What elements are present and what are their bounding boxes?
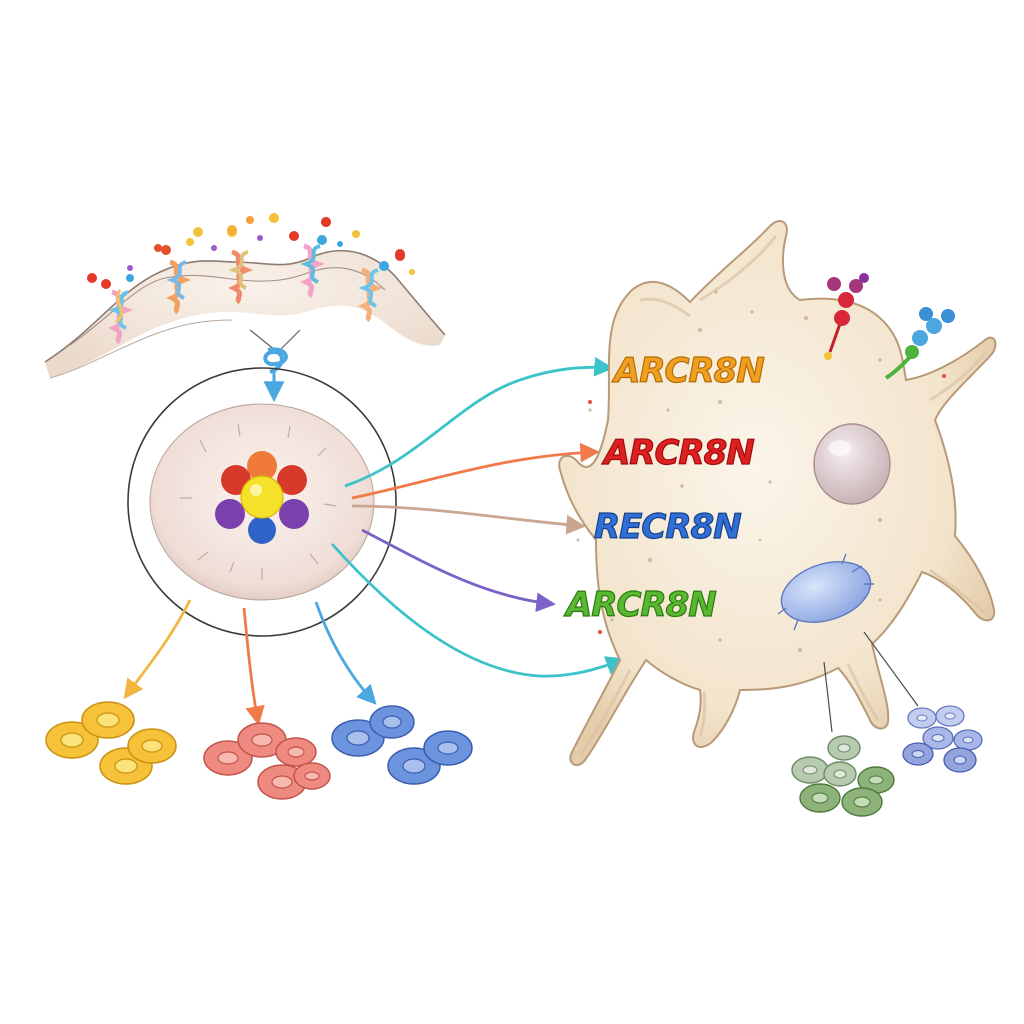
arrow-to-yellow-cluster bbox=[123, 599, 192, 700]
blue-organelle bbox=[777, 553, 874, 631]
arrow-to-blue-cluster bbox=[314, 601, 377, 705]
label-4: ARCR8N bbox=[563, 585, 716, 625]
membrane-receptors bbox=[87, 213, 415, 351]
receptor-2 bbox=[161, 238, 194, 315]
signal-lines bbox=[249, 329, 301, 351]
arrow-to-label-2 bbox=[351, 442, 600, 500]
cluster-lavender bbox=[902, 705, 983, 773]
receptor-1 bbox=[101, 274, 134, 345]
protein-complex bbox=[215, 451, 309, 544]
surface-receptor-red bbox=[824, 273, 869, 360]
label-2: ARCR8N bbox=[601, 433, 754, 473]
vesicle bbox=[813, 423, 891, 505]
surface-receptor-green-blue bbox=[884, 307, 955, 380]
dendritic-cell bbox=[558, 220, 997, 767]
label-3: RECR8N bbox=[594, 507, 741, 547]
nucleus bbox=[127, 367, 397, 637]
arrow-to-label-4 bbox=[361, 528, 556, 613]
cluster-blue bbox=[331, 705, 473, 785]
arrow-to-label-1 bbox=[344, 356, 614, 488]
arrow-to-cell bbox=[330, 543, 626, 678]
signal-arrows bbox=[123, 356, 626, 726]
cluster-red bbox=[203, 722, 331, 800]
cluster-green bbox=[791, 735, 895, 817]
label-group: ARCR8N ARCR8N RECR8N ARCR8N bbox=[562, 350, 765, 625]
label-1: ARCR8N bbox=[611, 351, 764, 391]
spiral-signal-icon bbox=[263, 347, 288, 403]
receptor-5 bbox=[358, 249, 405, 323]
cluster-yellow bbox=[45, 701, 177, 785]
arrow-to-label-3 bbox=[351, 504, 586, 535]
connector-lines bbox=[823, 631, 919, 733]
ligand-dots bbox=[87, 213, 415, 283]
arrow-to-red-cluster bbox=[242, 607, 265, 726]
